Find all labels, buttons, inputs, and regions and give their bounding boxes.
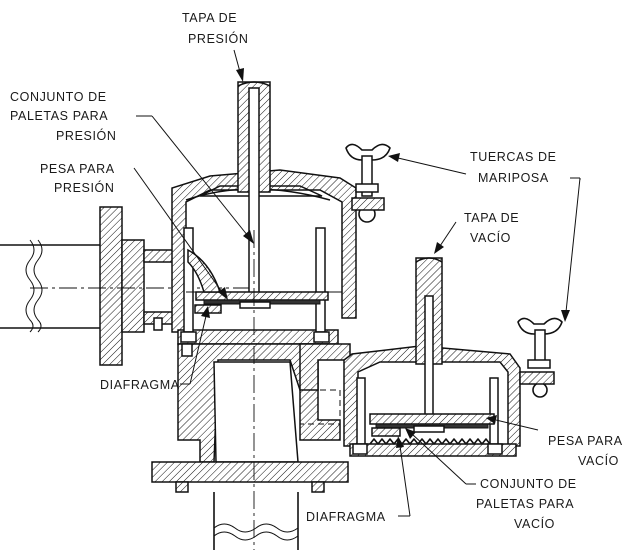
label-conjunto-vacio-line1: CONJUNTO DE (480, 477, 577, 491)
label-pesa-vacio-line2: VACÍO (578, 453, 619, 468)
label-conjunto-vacio-line3: VACÍO (514, 516, 555, 531)
wing-nut-upper (345, 143, 391, 223)
label-tuercas-line2: MARIPOSA (478, 171, 549, 185)
label-pesa-vacio-line1: PESA PARA (548, 434, 623, 448)
label-diafragma-left: DIAFRAGMA (100, 378, 180, 392)
label-tapa-vacio-line2: VACÍO (470, 230, 511, 245)
pressure-pallet-assembly (195, 291, 329, 309)
label-tapa-vacio-line1: TAPA DE (464, 211, 519, 225)
leader-diafragma-left (180, 306, 210, 385)
wing-nut-lower (517, 317, 563, 398)
inlet-flange (99, 206, 175, 366)
label-pesa-presion-line2: PRESIÓN (54, 180, 114, 195)
inlet-pipe (0, 239, 100, 333)
leader-diafragma-bottom (396, 436, 411, 517)
label-conjunto-presion-line1: CONJUNTO DE (10, 90, 107, 104)
label-tapa-presion-line1: TAPA DE (182, 11, 237, 25)
label-tapa-presion-line2: PRESIÓN (188, 31, 248, 46)
pressure-cap (237, 81, 271, 299)
leader-tuercas-upper (388, 153, 467, 175)
label-conjunto-vacio-line2: PALETAS PARA (476, 497, 574, 511)
label-pesa-presion-line1: PESA PARA (40, 162, 115, 176)
leader-tapa-vacio (434, 221, 457, 254)
vacuum-cap (415, 257, 443, 431)
leader-pesa-vacio (486, 415, 539, 431)
leader-conjunto-vacio (405, 428, 476, 485)
label-diafragma-bottom: DIAFRAGMA (306, 510, 386, 524)
leader-tuercas-lower (561, 177, 581, 322)
leader-pesa-presion (133, 167, 228, 300)
label-conjunto-presion-line3: PRESIÓN (56, 128, 116, 143)
pressure-housing (171, 169, 357, 345)
label-tuercas-line1: TUERCAS DE (470, 150, 557, 164)
leader-conjunto-presion (136, 115, 254, 244)
outlet-pipe (213, 492, 299, 550)
vacuum-pallet-assembly (369, 413, 495, 437)
label-conjunto-presion-line2: PALETAS PARA (10, 109, 108, 123)
leader-tapa-presion (233, 49, 244, 82)
